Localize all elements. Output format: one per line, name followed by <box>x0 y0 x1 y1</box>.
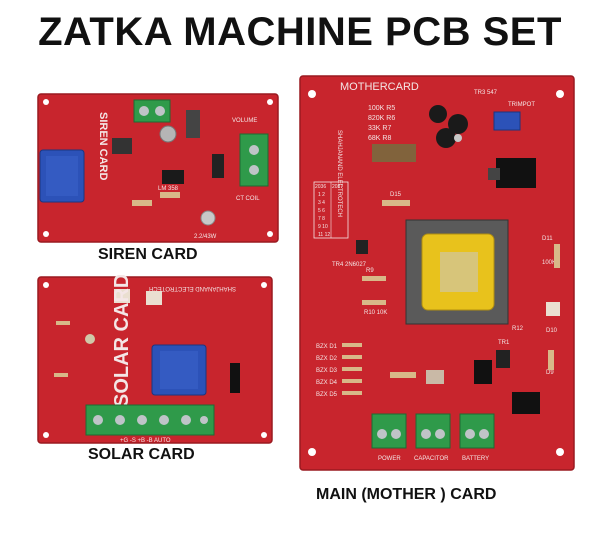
main-bzx-1: BZX D1 <box>316 344 338 350</box>
main-table-r4: 7 8 <box>318 216 325 222</box>
caption-solar-card: SOLAR CARD <box>88 446 195 463</box>
main-maker: SHAHJANAND ELECTROTECH <box>336 130 342 217</box>
main-res-4: 68K R8 <box>368 135 391 142</box>
main-res-2: 820K R6 <box>368 115 395 122</box>
main-tr1: TR1 <box>498 340 510 346</box>
caption-main-card: MAIN (MOTHER ) CARD <box>316 486 497 503</box>
main-table-h1: 2036 <box>315 184 326 190</box>
main-table-r6: 11 12 <box>318 232 330 238</box>
main-r9: R9 <box>366 268 374 274</box>
siren-terminal-right <box>239 133 269 187</box>
siren-silk-volume: VOLUME <box>232 118 257 124</box>
main-table-r2: 3 4 <box>318 200 325 206</box>
main-transformer <box>405 219 509 325</box>
main-res-1: 100K R5 <box>368 105 395 112</box>
main-r10: R10 10K <box>364 310 387 316</box>
main-jumper-table: 2036 2037 1 2 3 4 5 6 7 8 9 10 11 12 <box>313 181 349 239</box>
main-term-power: POWER <box>378 456 401 462</box>
main-100k: 100K <box>542 260 556 266</box>
solar-card-board: SHAHJANAND ELECTROTECH SOLAR CARD +G -S … <box>37 275 273 444</box>
caption-siren-card: SIREN CARD <box>98 246 198 263</box>
main-d10: D10 <box>546 328 558 334</box>
main-tr3-label: TR3 547 <box>474 90 498 96</box>
solar-maker: SHAHJANAND ELECTROTECH <box>149 285 236 291</box>
siren-silk-coil: CT COIL <box>236 196 260 202</box>
main-terminals: POWER CAPACITOR BATTERY <box>371 413 495 462</box>
main-d15: D15 <box>390 192 402 198</box>
main-table-r5: 9 10 <box>318 224 328 230</box>
main-table-r3: 5 6 <box>318 208 325 214</box>
main-term-capacitor: CAPACITOR <box>414 456 449 462</box>
page-title: ZATKA MACHINE PCB SET <box>38 10 562 54</box>
main-d11: D11 <box>542 236 553 242</box>
main-term-battery: BATTERY <box>462 456 489 462</box>
solar-terminal-labels: +G -S +B -B AUTO <box>120 438 171 444</box>
siren-card-board: SIREN CARD LM 358 VOLUME CT COIL 2.2/43W <box>37 93 279 243</box>
siren-ic <box>162 170 184 184</box>
main-tr4: TR4 2N6027 <box>332 262 367 268</box>
siren-vertical-label: SIREN CARD <box>97 112 109 181</box>
main-r12: R12 <box>512 326 524 332</box>
solar-label: SOLAR CARD <box>111 275 133 407</box>
main-trimpot-label: TRIMPOT <box>508 102 535 108</box>
main-card-board: MOTHERCARD SHAHJANAND ELECTROTECH 100K R… <box>299 75 575 471</box>
main-d9: D9 <box>546 370 554 376</box>
main-table-h2: 2037 <box>332 184 343 190</box>
siren-terminal-top <box>133 99 171 123</box>
main-bzx-4: BZX D4 <box>316 380 338 386</box>
siren-silk-power: 2.2/43W <box>194 234 217 240</box>
main-res-3: 33K R7 <box>368 125 391 132</box>
siren-silk-ic: LM 358 <box>158 186 179 192</box>
main-label: MOTHERCARD <box>340 81 419 93</box>
main-bzx-list: BZX D1 BZX D2 BZX D3 BZX D4 BZX D5 <box>316 343 362 398</box>
solar-terminal-block <box>85 404 215 436</box>
main-table-r1: 1 2 <box>318 192 325 198</box>
main-bzx-3: BZX D3 <box>316 368 338 374</box>
main-heatsink <box>496 158 536 188</box>
main-bzx-2: BZX D2 <box>316 356 338 362</box>
main-trimpot <box>493 111 521 131</box>
main-bzx-5: BZX D5 <box>316 392 338 398</box>
main-resistor-list: 100K R5 820K R6 33K R7 68K R8 <box>368 105 395 142</box>
